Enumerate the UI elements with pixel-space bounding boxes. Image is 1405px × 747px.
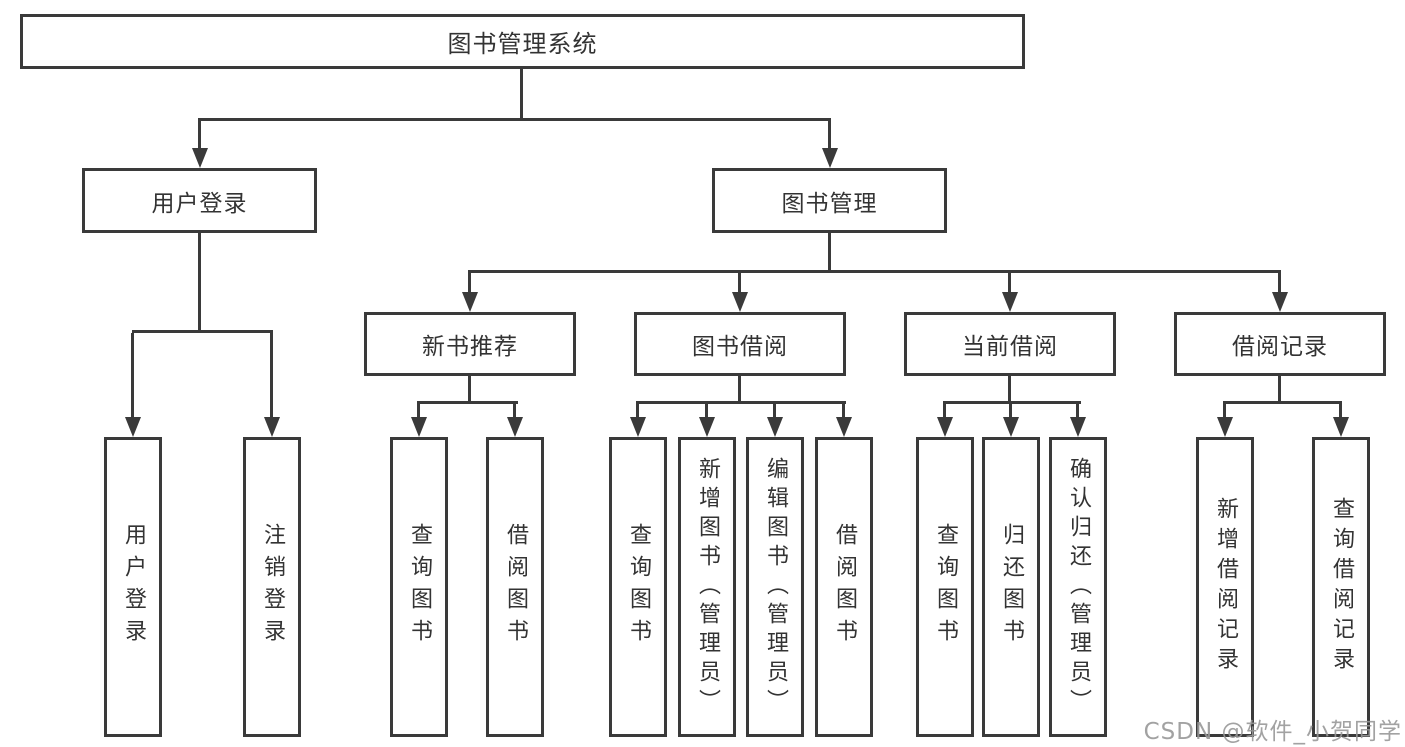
arrow-down-icon — [1070, 417, 1086, 437]
leaf-return-book: 归还图书 — [982, 437, 1040, 737]
arrow-down-icon — [767, 417, 783, 437]
leaf-query-books-recommend-label: 查询图书 — [407, 523, 432, 651]
leaf-query-books-current: 查询图书 — [916, 437, 974, 737]
connector-line — [198, 118, 831, 121]
connector-line — [468, 270, 1281, 273]
node-new-book-recommend-label: 新书推荐 — [422, 334, 518, 360]
leaf-query-books-recommend: 查询图书 — [390, 437, 448, 737]
node-book-borrowing-label: 图书借阅 — [692, 334, 788, 360]
node-current-borrowing-label: 当前借阅 — [962, 334, 1058, 360]
connector-line — [417, 404, 420, 419]
connector-line — [828, 121, 831, 150]
arrow-down-icon — [1217, 417, 1233, 437]
leaf-borrow-books-recommend-label: 借阅图书 — [503, 523, 528, 651]
connector-line — [468, 376, 471, 404]
connector-line — [828, 233, 831, 273]
leaf-user-login-label: 用户登录 — [121, 523, 146, 651]
leaf-edit-book-admin-label: 编辑图书（管理员） — [763, 456, 788, 718]
connector-line — [1278, 273, 1281, 294]
leaf-query-books-borrowing: 查询图书 — [609, 437, 667, 737]
arrow-down-icon — [462, 292, 478, 312]
arrow-down-icon — [937, 417, 953, 437]
connector-line — [468, 273, 471, 294]
node-book-borrowing: 图书借阅 — [634, 312, 846, 376]
connector-line — [132, 330, 273, 333]
arrow-down-icon — [699, 417, 715, 437]
arrow-down-icon — [1003, 417, 1019, 437]
arrow-down-icon — [1333, 417, 1349, 437]
connector-line — [943, 404, 946, 419]
connector-line — [198, 121, 201, 150]
arrow-down-icon — [732, 292, 748, 312]
leaf-logout: 注销登录 — [243, 437, 301, 737]
watermark: CSDN @软件_小贺同学 — [1143, 719, 1402, 745]
leaf-borrow-books-borrowing-label: 借阅图书 — [832, 523, 857, 651]
arrow-down-icon — [192, 148, 208, 168]
arrow-down-icon — [630, 417, 646, 437]
node-current-borrowing: 当前借阅 — [904, 312, 1116, 376]
connector-line — [513, 404, 516, 419]
connector-line — [773, 404, 776, 419]
leaf-query-borrow-record: 查询借阅记录 — [1312, 437, 1370, 737]
connector-line — [1223, 404, 1226, 419]
connector-line — [1009, 404, 1012, 419]
connector-line — [1223, 401, 1342, 404]
arrow-down-icon — [411, 417, 427, 437]
node-borrowing-records: 借阅记录 — [1174, 312, 1386, 376]
arrow-down-icon — [264, 417, 280, 437]
leaf-user-login: 用户登录 — [104, 437, 162, 737]
node-borrowing-records-label: 借阅记录 — [1232, 334, 1328, 360]
leaf-borrow-books-recommend: 借阅图书 — [486, 437, 544, 737]
arrow-down-icon — [125, 417, 141, 437]
connector-line — [636, 404, 639, 419]
arrow-down-icon — [507, 417, 523, 437]
connector-line — [705, 404, 708, 419]
connector-line — [1008, 273, 1011, 294]
leaf-confirm-return-admin: 确认归还（管理员） — [1049, 437, 1107, 737]
leaf-logout-label: 注销登录 — [260, 523, 285, 651]
leaf-borrow-books-borrowing: 借阅图书 — [815, 437, 873, 737]
node-new-book-recommend: 新书推荐 — [364, 312, 576, 376]
connector-line — [417, 401, 518, 404]
connector-line — [842, 404, 845, 419]
leaf-edit-book-admin: 编辑图书（管理员） — [746, 437, 804, 737]
leaf-query-borrow-record-label: 查询借阅记录 — [1329, 497, 1354, 677]
leaf-confirm-return-admin-label: 确认归还（管理员） — [1066, 456, 1091, 718]
arrow-down-icon — [1272, 292, 1288, 312]
arrow-down-icon — [1002, 292, 1018, 312]
leaf-add-book-admin: 新增图书（管理员） — [678, 437, 736, 737]
leaf-return-book-label: 归还图书 — [999, 523, 1024, 651]
connector-line — [738, 376, 741, 404]
node-book-management: 图书管理 — [712, 168, 947, 233]
leaf-add-borrow-record-label: 新增借阅记录 — [1213, 497, 1238, 677]
node-library-system-label: 图书管理系统 — [447, 30, 598, 58]
connector-line — [1278, 376, 1281, 404]
connector-line — [1008, 376, 1011, 404]
connector-line — [738, 273, 741, 294]
node-user-login-label: 用户登录 — [151, 190, 248, 217]
leaf-add-borrow-record: 新增借阅记录 — [1196, 437, 1254, 737]
node-book-management-label: 图书管理 — [781, 190, 878, 217]
arrow-down-icon — [822, 148, 838, 168]
connector-line — [131, 333, 134, 419]
leaf-query-books-current-label: 查询图书 — [933, 523, 958, 651]
leaf-add-book-admin-label: 新增图书（管理员） — [695, 456, 720, 718]
node-user-login: 用户登录 — [82, 168, 317, 233]
leaf-query-books-borrowing-label: 查询图书 — [626, 523, 651, 651]
connector-line — [636, 401, 846, 404]
connector-line — [943, 401, 1081, 404]
node-library-system: 图书管理系统 — [20, 14, 1025, 69]
connector-line — [520, 69, 523, 120]
arrow-down-icon — [836, 417, 852, 437]
connector-line — [270, 333, 273, 419]
connector-line — [198, 233, 201, 333]
connector-line — [1076, 404, 1079, 419]
connector-line — [1339, 404, 1342, 419]
